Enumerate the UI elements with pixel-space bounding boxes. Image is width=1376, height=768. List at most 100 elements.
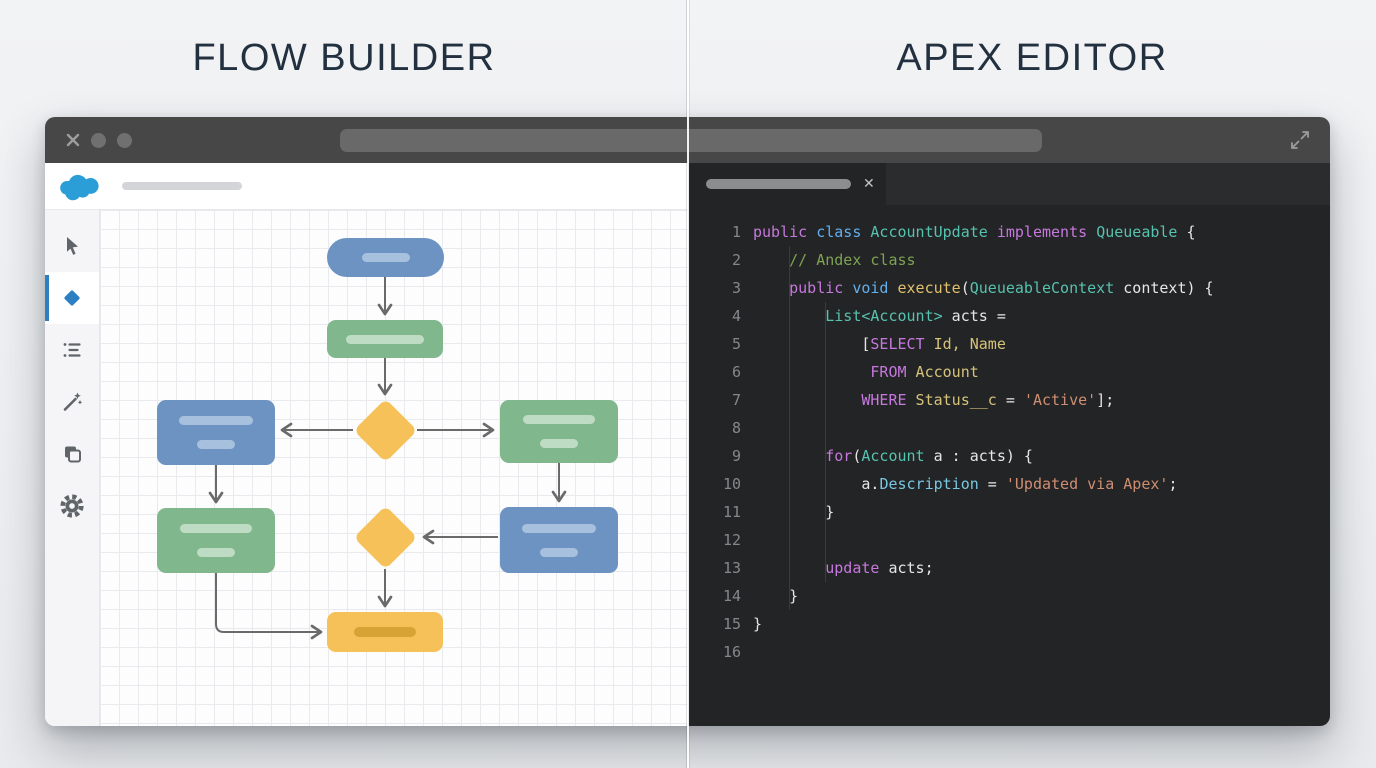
flow-connectors: [208, 277, 567, 640]
app-window: ✕ 1 public class AccountUpdate implements…: [45, 117, 1330, 726]
element-tool-button[interactable]: [45, 272, 99, 324]
node-label-placeholder: [346, 334, 424, 344]
gear-icon: [60, 494, 84, 518]
code-text: public void execute(QueueableContext con…: [789, 279, 1214, 297]
code-text: // Andex class: [753, 251, 916, 269]
code-line: 16: [688, 638, 1330, 666]
code-line: 15}: [688, 610, 1330, 638]
indent-guide: [789, 246, 790, 610]
code-line: 6 FROM Account: [688, 358, 1330, 386]
code-text: WHERE Status__c = 'Active'];: [861, 391, 1115, 409]
node-label-placeholder: [354, 627, 416, 637]
line-number: 7: [731, 391, 741, 409]
apex-editor-pane: ✕ 1 public class AccountUpdate implements…: [688, 163, 1330, 726]
step-right-node-2[interactable]: [500, 507, 618, 573]
tab-title-placeholder: [706, 179, 851, 189]
line-number: 9: [731, 447, 741, 465]
code-line: 8: [688, 414, 1330, 442]
tab-close-icon[interactable]: ✕: [863, 176, 875, 192]
window-dot[interactable]: [91, 133, 106, 148]
code-line: 11 }: [688, 498, 1330, 526]
code-line: 3 public void execute(QueueableContext c…: [688, 274, 1330, 302]
line-number: 16: [722, 643, 741, 661]
node-label-placeholder: [197, 440, 235, 449]
code-text: FROM Account: [870, 363, 979, 381]
code-text: }: [753, 587, 799, 605]
flow-canvas[interactable]: [100, 210, 688, 726]
editor-tabbar: ✕: [688, 163, 1330, 205]
editor-tab[interactable]: ✕: [688, 163, 886, 205]
close-icon[interactable]: [65, 132, 81, 148]
window-body: ✕ 1 public class AccountUpdate implements…: [45, 163, 1330, 726]
code-line: 1 public class AccountUpdate implements Q…: [688, 218, 1330, 246]
end-node[interactable]: [327, 612, 443, 652]
wand-icon: [63, 392, 83, 411]
code-line: 13 update acts;: [688, 554, 1330, 582]
line-number: 8: [731, 419, 741, 437]
code-text: [SELECT Id, Name: [753, 335, 1006, 353]
line-number: 6: [731, 363, 741, 381]
node-label-placeholder: [540, 439, 578, 448]
cursor-icon: [67, 237, 78, 255]
step-node-1[interactable]: [327, 320, 443, 358]
apex-editor-title: APEX EDITOR: [896, 37, 1168, 79]
copy-tool-button[interactable]: [45, 428, 99, 480]
header-title-placeholder: [122, 182, 242, 190]
start-node[interactable]: [327, 238, 444, 277]
select-tool-button[interactable]: [45, 220, 99, 272]
copy-icon: [65, 446, 81, 463]
line-number: 2: [731, 251, 741, 269]
branch-left-node[interactable]: [157, 400, 275, 465]
code-editor[interactable]: 1 public class AccountUpdate implements Q…: [688, 205, 1330, 726]
node-label-placeholder: [523, 415, 595, 424]
code-text: }: [753, 503, 835, 521]
code-line: 5 [SELECT Id, Name: [688, 330, 1330, 358]
salesforce-cloud-icon: [60, 174, 99, 200]
indent-guide: [825, 302, 826, 582]
flow-builder-header: [45, 163, 688, 210]
flow-builder-pane: [45, 163, 688, 726]
code-text: List<Account> acts =: [825, 307, 1006, 325]
diamond-icon: [64, 290, 80, 306]
line-number: 10: [722, 475, 741, 493]
code-line: 12: [688, 526, 1330, 554]
split-divider: [687, 0, 689, 768]
flow-connector: [215, 573, 323, 640]
code-text: a.Description = 'Updated via Apex';: [753, 475, 1178, 493]
address-bar[interactable]: [340, 129, 1042, 152]
line-number: 14: [722, 587, 741, 605]
code-text: update acts;: [825, 559, 934, 577]
window-dot[interactable]: [117, 133, 132, 148]
list-icon: [63, 343, 81, 357]
node-label-placeholder: [522, 523, 596, 533]
flow-builder-body: [45, 210, 688, 726]
line-number: 13: [722, 559, 741, 577]
expand-icon[interactable]: [1290, 130, 1310, 150]
wand-tool-button[interactable]: [45, 376, 99, 428]
branch-right-node[interactable]: [500, 400, 618, 463]
line-number: 11: [722, 503, 741, 521]
node-label-placeholder: [197, 548, 235, 557]
list-tool-button[interactable]: [45, 324, 99, 376]
line-number: 15: [722, 615, 741, 633]
code-text: for(Account a : acts) {: [825, 447, 1033, 465]
line-number: 4: [731, 307, 741, 325]
node-label-placeholder: [361, 253, 410, 262]
code-line: 10 a.Description = 'Updated via Apex';: [688, 470, 1330, 498]
code-line: 2 // Andex class: [688, 246, 1330, 274]
node-label-placeholder: [180, 524, 252, 533]
panel-titles: FLOW BUILDER APEX EDITOR: [0, 0, 1376, 117]
flow-builder-title: FLOW BUILDER: [192, 37, 496, 79]
step-left-node-2[interactable]: [157, 508, 275, 573]
line-number: 5: [731, 335, 741, 353]
code-line: 7 WHERE Status__c = 'Active'];: [688, 386, 1330, 414]
flow-toolbar: [45, 210, 100, 726]
node-label-placeholder: [179, 416, 253, 425]
code-line: 9 for(Account a : acts) {: [688, 442, 1330, 470]
code-text: public class AccountUpdate implements Qu…: [753, 223, 1196, 241]
code-text: }: [753, 615, 763, 633]
line-number: 12: [722, 531, 741, 549]
settings-tool-button[interactable]: [45, 480, 99, 532]
line-number: 1: [731, 223, 741, 241]
node-label-placeholder: [540, 547, 578, 557]
